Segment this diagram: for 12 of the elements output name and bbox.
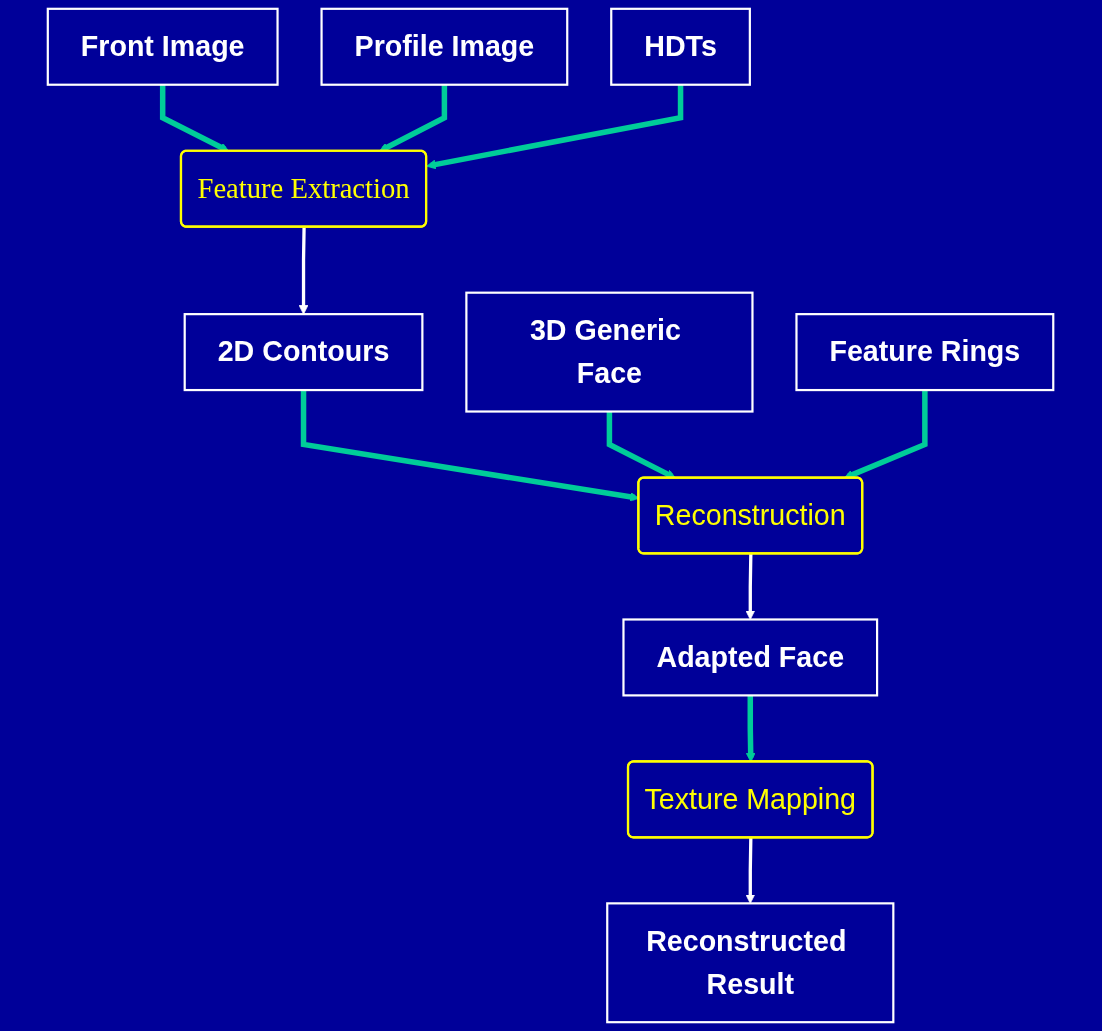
node-box: Front Image [47,7,280,86]
node-box: Profile Image [320,7,569,86]
node-box: 2D Contours [184,313,424,392]
arrow [745,554,756,620]
node-box: Reconstructed Result [606,902,895,1024]
node-box: Feature Rings [795,313,1055,392]
arrow [299,227,309,315]
node-box: Adapted Face [622,618,879,697]
node-box: HDTs [610,7,752,86]
arrow [745,837,756,904]
arrow [426,84,684,170]
node-box: 3D Generic Face [465,291,755,413]
